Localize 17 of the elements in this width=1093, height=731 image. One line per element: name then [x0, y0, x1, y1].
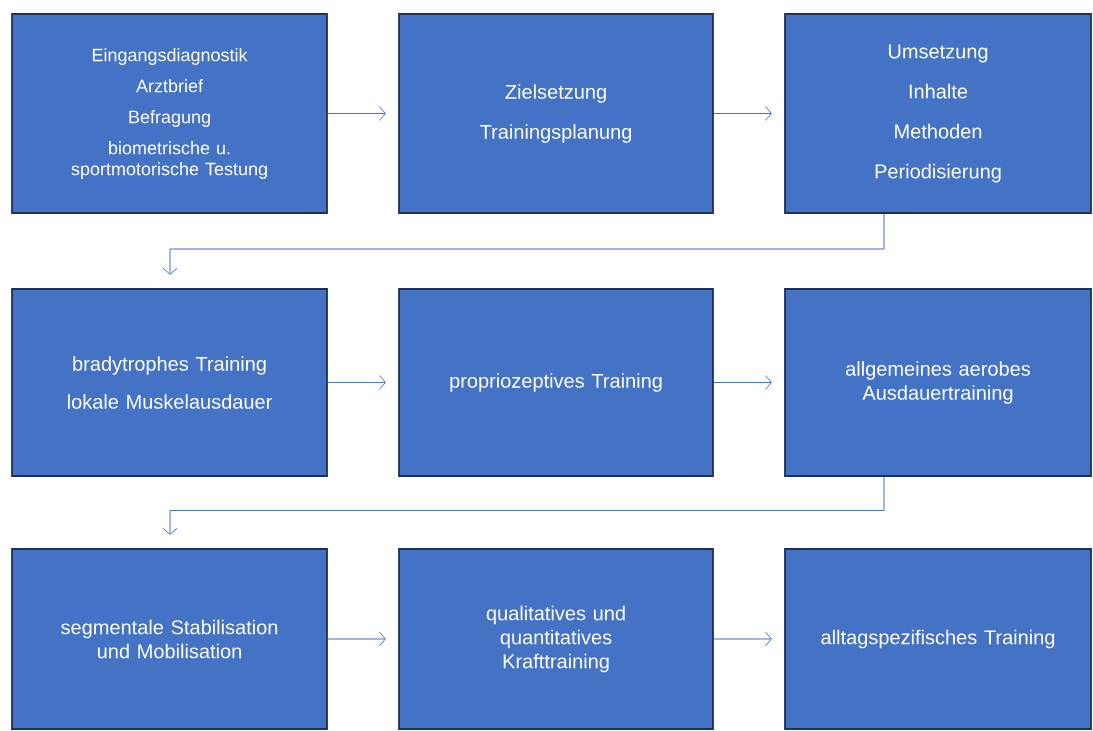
- arrow: [713, 375, 772, 390]
- process-box: Umsetzung Inhalte Methoden Periodisierung: [784, 13, 1092, 214]
- arrow: [327, 106, 386, 121]
- process-box: segmentale Stabilisation und Mobilisation: [11, 548, 328, 730]
- process-box: bradytrophes Training lokale Muskelausdauer: [11, 288, 328, 477]
- arrow: [327, 375, 386, 390]
- arrow: [327, 631, 386, 647]
- process-box: Eingangsdiagnostik Arztbrief Befragung biometrische u. sportmotorische Testung: [11, 13, 328, 214]
- process-box: allgemeines aerobes Ausdauertraining: [784, 288, 1092, 477]
- arrow: [713, 106, 772, 121]
- arrow: [162, 476, 885, 535]
- arrow: [162, 213, 885, 275]
- process-box: alltagspezifisches Training: [784, 548, 1092, 730]
- process-box: propriozeptives Training: [398, 288, 714, 477]
- process-box: qualitatives und quantitatives Krafttraining: [398, 548, 714, 730]
- process-box: Zielsetzung Trainingsplanung: [398, 13, 714, 214]
- arrow: [713, 631, 772, 647]
